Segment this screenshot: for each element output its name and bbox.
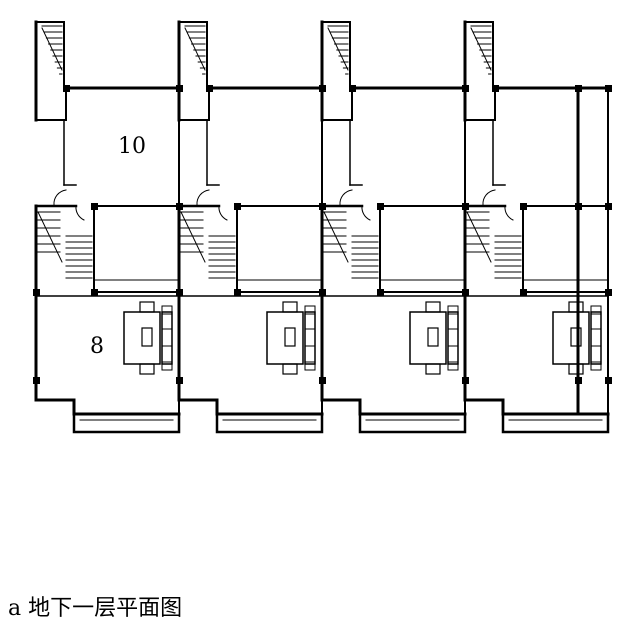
sofa-set-icon-3: [409, 301, 459, 375]
stair-tower-3: [320, 20, 351, 122]
sofa-set-icon-4: [552, 301, 602, 375]
unit-1: [33, 20, 183, 434]
unit-2: [176, 20, 326, 434]
sofa-set-icon-1: [123, 301, 173, 375]
upper-room-4: [464, 85, 612, 209]
sofa-set-icon-2: [266, 301, 316, 375]
middle-core-4: [463, 203, 612, 402]
stair-tower-1: [34, 20, 65, 122]
living-room-1: [33, 289, 183, 434]
middle-core-1: [34, 203, 183, 402]
middle-core-3: [320, 203, 469, 402]
unit-3: [319, 20, 469, 434]
stair-tower-2: [177, 20, 208, 122]
upper-room-1: [35, 85, 183, 209]
drawing-caption: a 地下一层平面图: [8, 596, 183, 621]
middle-core-2: [177, 203, 326, 402]
outer-right-wall: [575, 85, 610, 416]
living-room-3: [319, 289, 469, 434]
room-number-10-label: 10: [118, 134, 146, 159]
floor-plan-drawing: [33, 20, 612, 434]
room-number-8-label: 8: [90, 334, 104, 359]
upper-room-3: [321, 85, 469, 209]
upper-room-2: [178, 85, 326, 209]
stair-tower-4: [463, 20, 494, 122]
unit-4: [462, 20, 612, 434]
living-room-4: [462, 289, 612, 434]
living-room-2: [176, 289, 326, 434]
